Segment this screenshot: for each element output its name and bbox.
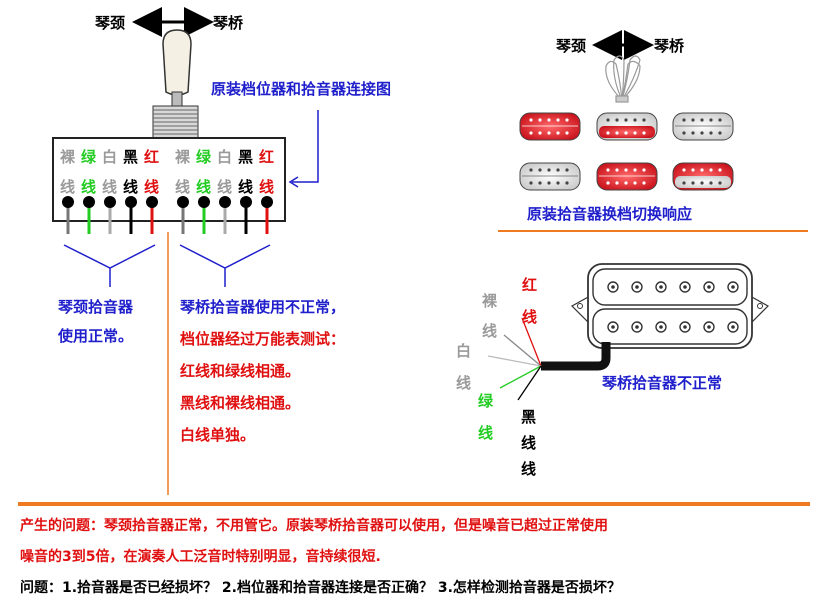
bare-wire-label-1a: 裸 — [60, 148, 76, 166]
white-wire-label-1b: 线 — [102, 178, 118, 196]
bridge-pickup-note-1: 琴桥拾音器使用不正常， — [180, 298, 346, 316]
problem-text-2: 原装琴桥拾音器可以使用，但是噪音已超过正常使用 — [286, 518, 608, 534]
green-wire-label-1b: 线 — [81, 178, 97, 196]
pickup-bare-label-b: 线 — [482, 322, 498, 340]
pickup-white-label-b: 线 — [456, 374, 472, 392]
questions-line: 问题：1.拾音器是否已经损坏？ 2.档位器和拾音器连接是否正确？ 3.怎样检测拾… — [20, 580, 621, 596]
white-wire-label-2a: 白 — [217, 148, 233, 166]
green-wire-label-1a: 绿 — [81, 148, 97, 166]
pickup-switch-response-caption: 原装拾音器换档切换响应 — [527, 205, 693, 223]
bridge-pickup-note-2: 档位器经过万能表测试： — [180, 330, 346, 348]
toggle-switch — [152, 29, 199, 139]
neck-pickup-note-line1: 琴颈拾音器 — [58, 298, 134, 316]
bridge-pickup-abnormal-label: 琴桥拾音器不正常 — [602, 374, 723, 392]
white-wire-label-1a: 白 — [102, 148, 118, 166]
connection-diagram-title: 原装档位器和拾音器连接图 — [211, 80, 392, 98]
red-wire-label-1a: 红 — [144, 148, 160, 166]
switch-positions-fan — [605, 55, 641, 103]
black-wire-label-1b: 线 — [123, 178, 139, 196]
problem-text-1: 琴颈拾音器正常，不用管它。 — [104, 518, 286, 534]
bridge-pickup-note-4: 黑线和裸线相通。 — [180, 394, 301, 412]
right-bridge-label: 琴桥 — [654, 37, 685, 55]
pickup-red-label-b: 线 — [522, 308, 538, 326]
pickup-black-label-c: 线 — [521, 460, 537, 478]
pickup-red-label-a: 红 — [522, 276, 538, 294]
orange-divider-bottom — [18, 502, 810, 506]
bare-wire-label-2b: 线 — [175, 178, 191, 196]
bridge-label: 琴桥 — [213, 14, 244, 32]
pickup-black-label-b: 线 — [521, 434, 537, 452]
pickup-thumbnails — [519, 112, 734, 191]
bare-wire-label-2a: 裸 — [175, 148, 191, 166]
red-wire-label-2a: 红 — [259, 148, 275, 166]
black-wire-label-2b: 线 — [238, 178, 254, 196]
problem-line-1: 产生的问题：琴颈拾音器正常，不用管它。原装琴桥拾音器可以使用，但是噪音已超过正常… — [20, 515, 608, 535]
bridge-pickup-note-3: 红线和绿线相通。 — [180, 362, 301, 380]
problem-line-2: 噪音的3到5倍，在演奏人工泛音时特别明显，音持续很短. — [20, 549, 381, 565]
pickup-bare-label-a: 裸 — [482, 292, 498, 310]
black-wire-label-1a: 黑 — [123, 148, 139, 166]
pickup-white-label-a: 白 — [456, 342, 472, 360]
problem-prefix: 产生的问题： — [20, 518, 104, 534]
bridge-pickup-note-5: 白线单独。 — [180, 426, 256, 444]
black-wire-label-2a: 黑 — [238, 148, 254, 166]
pickup-green-label-a: 绿 — [478, 392, 494, 410]
right-neck-label: 琴颈 — [556, 37, 587, 55]
red-wire-label-1b: 线 — [144, 178, 160, 196]
neck-pickup-note-line2: 使用正常。 — [58, 327, 134, 345]
green-wire-label-2b: 线 — [196, 178, 212, 196]
white-wire-label-2b: 线 — [217, 178, 233, 196]
humbucker-pickup — [487, 263, 769, 401]
red-wire-label-2b: 线 — [259, 178, 275, 196]
green-wire-label-2a: 绿 — [196, 148, 212, 166]
pickup-black-label-a: 黑 — [521, 408, 537, 426]
bare-wire-label-1b: 线 — [60, 178, 76, 196]
switch-terminals — [62, 196, 273, 234]
neck-bracket — [63, 244, 156, 269]
connection-pointer-line — [292, 110, 319, 183]
neck-label: 琴颈 — [95, 14, 126, 32]
bridge-bracket — [179, 244, 271, 269]
pickup-green-label-b: 线 — [478, 424, 494, 442]
